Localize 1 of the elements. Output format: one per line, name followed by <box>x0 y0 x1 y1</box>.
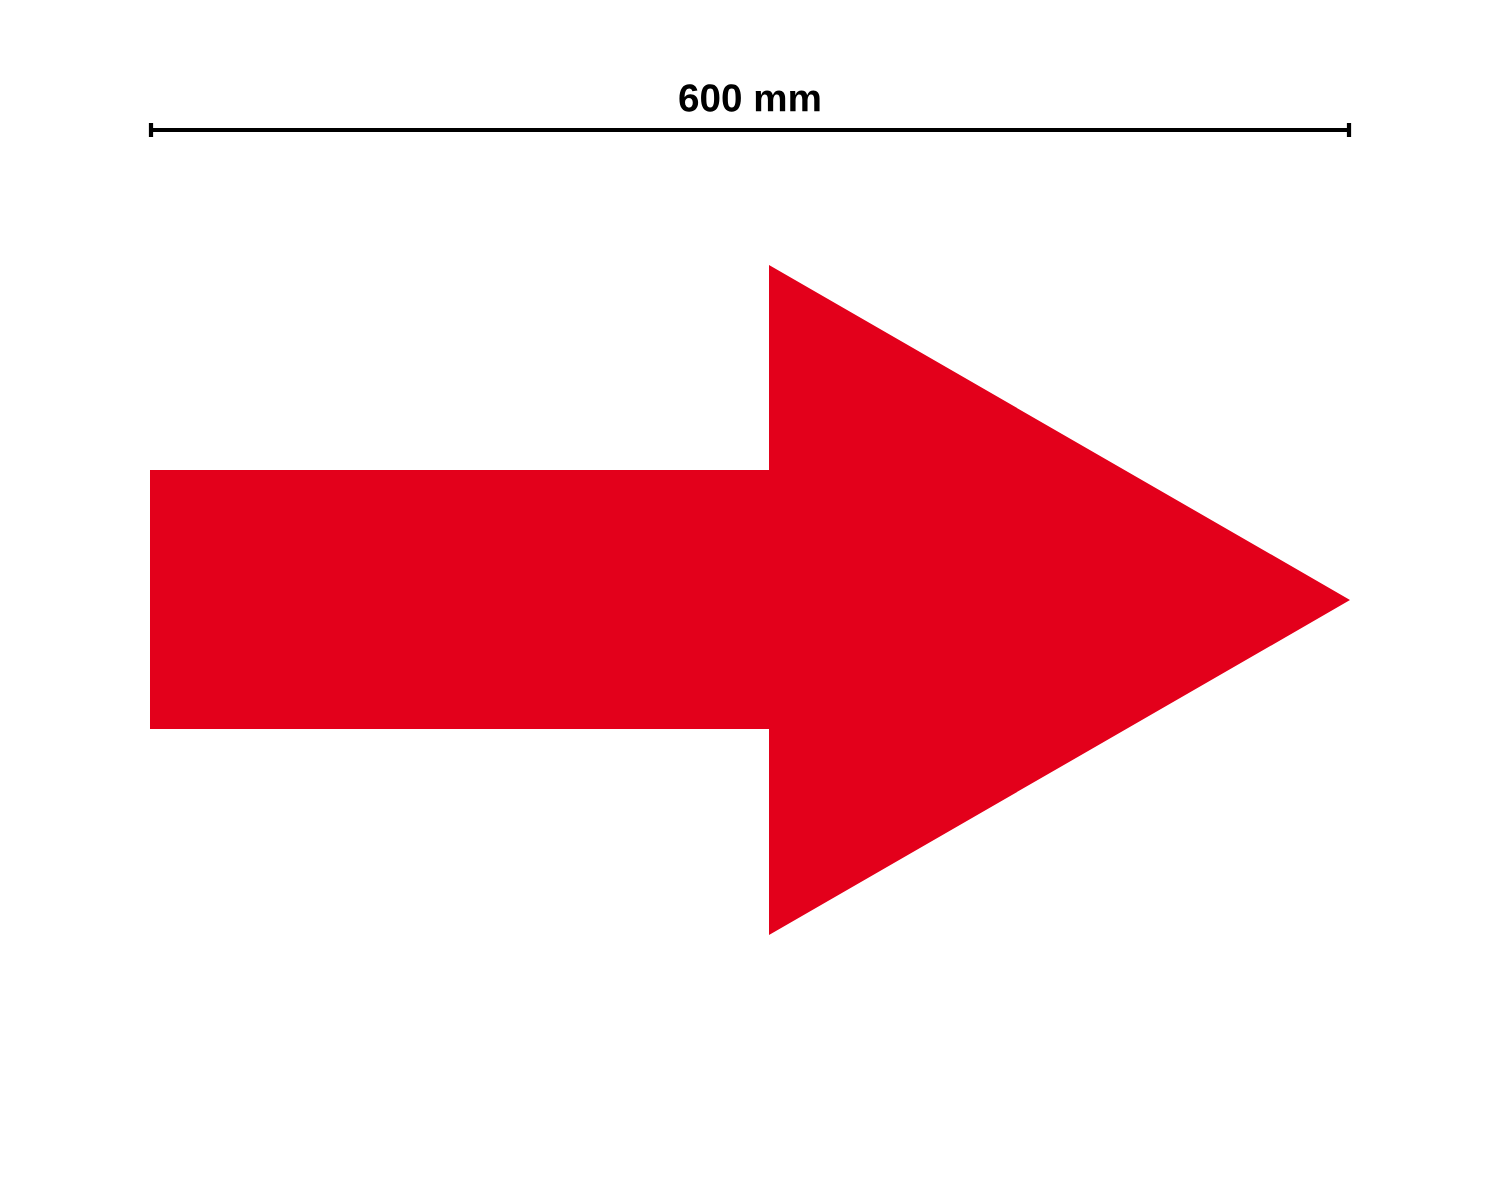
dimension-label: 600 mm <box>679 84 820 112</box>
